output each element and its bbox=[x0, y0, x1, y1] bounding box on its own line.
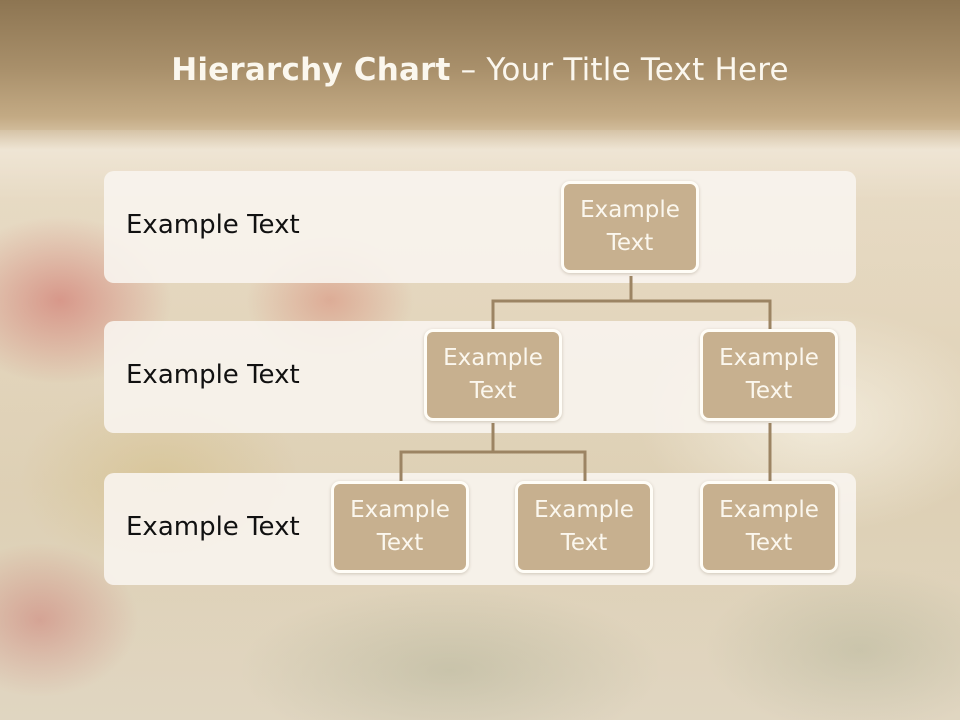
node-child-right[interactable]: Example Text bbox=[700, 329, 838, 421]
node-grandchild-right-1-label: Example Text bbox=[719, 497, 819, 556]
node-root[interactable]: Example Text bbox=[561, 181, 699, 273]
title-bold: Hierarchy Chart bbox=[171, 52, 451, 88]
node-grandchild-left-1-label: Example Text bbox=[350, 497, 450, 556]
node-grandchild-right-1[interactable]: Example Text bbox=[700, 481, 838, 573]
node-grandchild-left-2[interactable]: Example Text bbox=[515, 481, 653, 573]
node-root-label: Example Text bbox=[580, 197, 680, 256]
node-grandchild-left-2-label: Example Text bbox=[534, 497, 634, 556]
connector-left-to-grandchildren bbox=[399, 423, 587, 481]
level-label-2: Example Text bbox=[126, 360, 300, 390]
node-grandchild-left-1[interactable]: Example Text bbox=[331, 481, 469, 573]
level-label-1: Example Text bbox=[126, 210, 300, 240]
node-child-left-label: Example Text bbox=[443, 345, 543, 404]
slide-title: Hierarchy Chart – Your Title Text Here bbox=[0, 52, 960, 88]
node-child-right-label: Example Text bbox=[719, 345, 819, 404]
connector-root-to-children bbox=[491, 276, 772, 329]
node-child-left[interactable]: Example Text bbox=[424, 329, 562, 421]
level-label-3: Example Text bbox=[126, 512, 300, 542]
level-band-1 bbox=[104, 171, 856, 283]
title-band bbox=[0, 0, 960, 150]
title-rest: – Your Title Text Here bbox=[450, 52, 789, 88]
